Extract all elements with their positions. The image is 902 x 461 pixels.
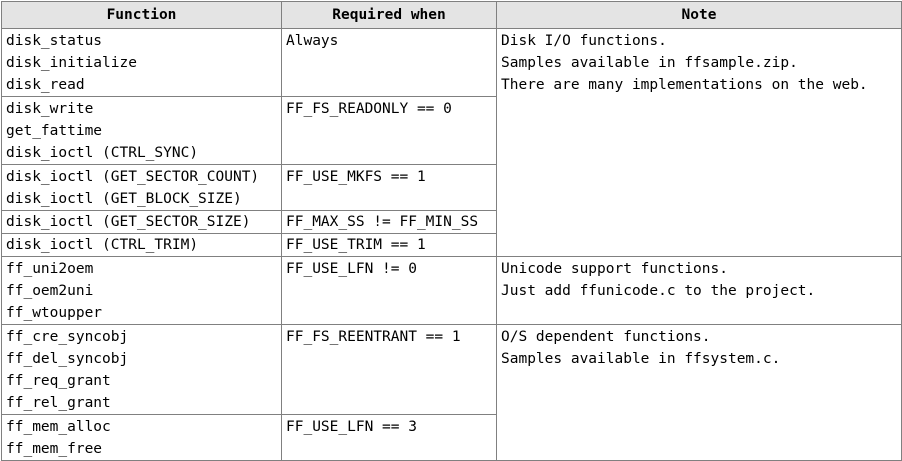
table-row: ff_uni2oem ff_oem2uni ff_wtoupper FF_USE… (1, 256, 902, 325)
function-name: disk_ioctl (GET_SECTOR_SIZE) (6, 214, 251, 230)
required-when-cell: FF_FS_REENTRANT == 1 (281, 324, 497, 415)
required-when-cell: FF_USE_LFN != 0 (281, 256, 497, 325)
function-cell: disk_ioctl (GET_SECTOR_COUNT) disk_ioctl… (1, 164, 282, 211)
required-when-text: FF_USE_MKFS == 1 (286, 169, 426, 185)
function-name: ff_mem_free (6, 441, 103, 457)
note-line: There are many implementations on the we… (501, 77, 868, 93)
table-row: disk_status disk_initialize disk_read Al… (1, 28, 902, 257)
note-line: Unicode support functions. (501, 261, 728, 277)
required-when-text: FF_FS_REENTRANT == 1 (286, 329, 461, 345)
required-when-cell: FF_FS_READONLY == 0 (281, 96, 497, 165)
required-when-cell: FF_MAX_SS != FF_MIN_SS (281, 210, 497, 234)
table-row: disk_ioctl (GET_SECTOR_SIZE) FF_MAX_SS !… (1, 210, 902, 234)
note-line: Samples available in ffsample.zip. (501, 55, 798, 71)
function-cell: disk_ioctl (GET_SECTOR_SIZE) (1, 210, 282, 234)
function-name: ff_cre_syncobj (6, 329, 129, 345)
function-cell: disk_ioctl (CTRL_TRIM) (1, 233, 282, 257)
function-name: ff_oem2uni (6, 283, 94, 299)
function-cell: ff_mem_alloc ff_mem_free (1, 414, 282, 461)
function-name: ff_del_syncobj (6, 351, 129, 367)
note-line: Just add ffunicode.c to the project. (501, 283, 816, 299)
note-line: Disk I/O functions. (501, 33, 667, 49)
required-when-cell: FF_USE_LFN == 3 (281, 414, 497, 461)
table-row: disk_ioctl (CTRL_TRIM) FF_USE_TRIM == 1 (1, 233, 902, 257)
table-row: ff_mem_alloc ff_mem_free FF_USE_LFN == 3 (1, 414, 902, 461)
header-note: Note (496, 1, 902, 29)
note-cell: O/S dependent functions. Samples availab… (496, 324, 902, 461)
required-when-text: FF_FS_READONLY == 0 (286, 101, 452, 117)
function-name: ff_rel_grant (6, 395, 111, 411)
function-name: disk_ioctl (CTRL_SYNC) (6, 145, 199, 161)
required-when-text: Always (286, 33, 339, 49)
function-name: disk_write (6, 101, 94, 117)
function-name: disk_ioctl (CTRL_TRIM) (6, 237, 199, 253)
function-cell: disk_status disk_initialize disk_read (1, 28, 282, 97)
table-row: ff_cre_syncobj ff_del_syncobj ff_req_gra… (1, 324, 902, 461)
required-when-text: FF_USE_TRIM == 1 (286, 237, 426, 253)
required-when-cell: FF_USE_TRIM == 1 (281, 233, 497, 257)
required-when-text: FF_MAX_SS != FF_MIN_SS (286, 214, 479, 230)
function-name: disk_initialize (6, 55, 137, 71)
function-name: ff_wtoupper (6, 305, 103, 321)
function-name: ff_req_grant (6, 373, 111, 389)
required-when-cell: FF_USE_MKFS == 1 (281, 164, 497, 211)
function-cell: ff_uni2oem ff_oem2uni ff_wtoupper (1, 256, 282, 325)
function-cell: ff_cre_syncobj ff_del_syncobj ff_req_gra… (1, 324, 282, 415)
required-when-text: FF_USE_LFN == 3 (286, 419, 417, 435)
function-name: get_fattime (6, 123, 103, 139)
function-name: ff_uni2oem (6, 261, 94, 277)
header-row: Function Required when Note (1, 1, 902, 29)
header-required-when: Required when (281, 1, 497, 29)
function-cell: disk_write get_fattime disk_ioctl (CTRL_… (1, 96, 282, 165)
required-when-cell: Always (281, 28, 497, 97)
table-row: disk_ioctl (GET_SECTOR_COUNT) disk_ioctl… (1, 164, 902, 211)
function-name: disk_read (6, 77, 85, 93)
function-name: disk_status (6, 33, 103, 49)
function-name: disk_ioctl (GET_BLOCK_SIZE) (6, 191, 242, 207)
note-line: Samples available in ffsystem.c. (501, 351, 781, 367)
note-line: O/S dependent functions. (501, 329, 711, 345)
note-cell: Disk I/O functions. Samples available in… (496, 28, 902, 257)
note-cell: Unicode support functions. Just add ffun… (496, 256, 902, 325)
header-function: Function (1, 1, 282, 29)
function-name: ff_mem_alloc (6, 419, 111, 435)
required-when-text: FF_USE_LFN != 0 (286, 261, 417, 277)
function-name: disk_ioctl (GET_SECTOR_COUNT) (6, 169, 260, 185)
table-row: disk_write get_fattime disk_ioctl (CTRL_… (1, 96, 902, 165)
